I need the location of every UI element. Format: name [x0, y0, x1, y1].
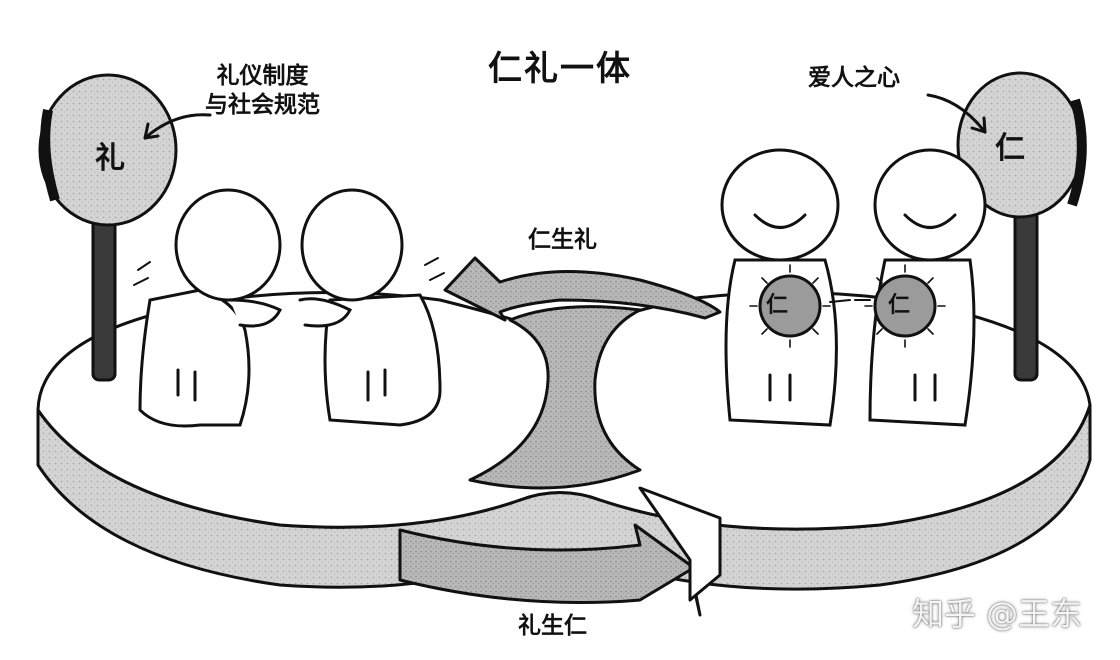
sign-ren: [956, 71, 1087, 382]
sign-li-text: 礼: [95, 141, 125, 176]
figure-bow-left-head: [174, 188, 282, 302]
caption-pointers: [143, 93, 987, 140]
arrow-bottom-label: 礼生仁: [518, 613, 587, 639]
arrow-band: [468, 305, 642, 490]
sign-li-pole: [91, 213, 117, 382]
li-description: 礼仪制度 与社会规范: [205, 62, 320, 120]
li-description-line-2: 与社会规范: [205, 91, 320, 118]
figure-smile-right-head: [873, 148, 987, 262]
pointer-li: [143, 113, 212, 140]
sign-ren-text: 仁: [995, 131, 1025, 166]
figure-bow-right-body: [323, 293, 442, 427]
pointer-ren: [926, 93, 987, 134]
badge-ren-right-text: 仁: [888, 293, 911, 318]
arrow-top-label: 仁生礼: [528, 227, 597, 253]
arrow-ren-to-li: [443, 256, 722, 322]
figure-bow-left-body: [138, 288, 251, 428]
sign-li: [38, 73, 178, 382]
sign-li-board: [38, 73, 178, 227]
diagram-title: 仁礼一体: [488, 49, 632, 89]
figures-smiling: [720, 148, 987, 427]
li-description-line-1: 礼仪制度: [216, 63, 309, 89]
sign-ren-pole: [1013, 208, 1039, 382]
watermark: 知乎 @王东: [912, 595, 1083, 633]
badge-ren-left: [758, 274, 822, 338]
cycle-arrows: [398, 256, 722, 617]
badge-ren-right: [873, 274, 937, 338]
figures-bowing: [133, 188, 445, 428]
badge-ren-left-text: 仁: [766, 293, 789, 318]
figure-bow-right-head: [300, 188, 404, 302]
ren-description: 爱人之心: [808, 65, 900, 91]
arrow-li-to-ren: [398, 523, 702, 617]
figure-smile-left-head: [720, 148, 840, 262]
